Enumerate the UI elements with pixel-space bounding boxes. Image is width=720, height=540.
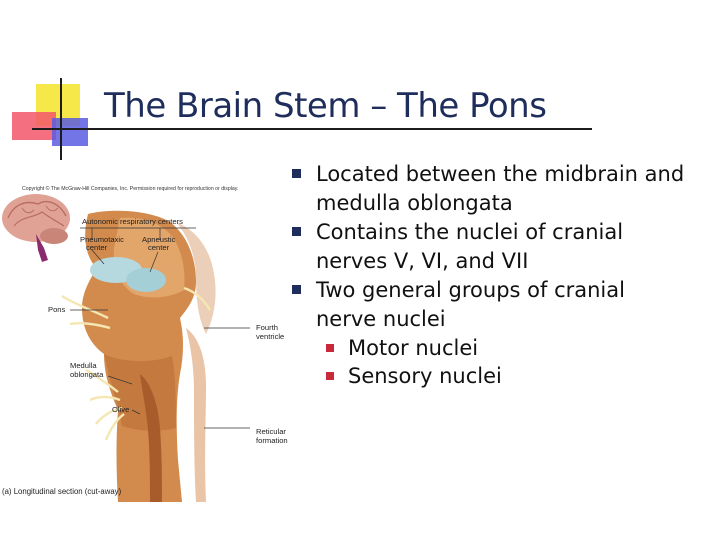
bullet-text: Located between the midbrain and bbox=[316, 162, 685, 186]
label-ventricle: ventricle bbox=[256, 332, 284, 341]
bullet-text: medulla oblongata bbox=[316, 191, 513, 215]
bullet-item: Two general groups of cranial bbox=[290, 276, 718, 304]
label-fourth: Fourth bbox=[256, 323, 278, 332]
brain-icon bbox=[2, 194, 70, 262]
title-ornament-blue bbox=[52, 118, 88, 146]
label-reticular: Reticular bbox=[256, 427, 286, 436]
label-medulla: Medulla bbox=[70, 361, 97, 370]
bullet-text: nerve nuclei bbox=[316, 307, 446, 331]
bullet-text: Contains the nuclei of cranial bbox=[316, 220, 624, 244]
bullet-item-continuation: nerve nuclei bbox=[290, 305, 718, 333]
title-ornament-red bbox=[12, 112, 56, 140]
cranial-nerves bbox=[61, 286, 212, 441]
label-apneustic-center: center bbox=[148, 243, 170, 252]
bullet-text: Two general groups of cranial bbox=[316, 278, 625, 302]
label-pneumotaxic: Pneumotaxic bbox=[80, 235, 124, 244]
sub-bullet-text: Motor nuclei bbox=[348, 336, 479, 360]
label-pons: Pons bbox=[48, 305, 66, 314]
sub-bullet-square-icon bbox=[326, 344, 334, 352]
label-pneumotaxic-center: center bbox=[86, 243, 108, 252]
apneustic-center-shape bbox=[126, 268, 166, 292]
label-oblongata: oblongata bbox=[70, 370, 104, 379]
sub-bullet-item: Sensory nuclei bbox=[290, 362, 718, 390]
bullet-text: nerves V, VI, and VII bbox=[316, 249, 529, 273]
slide-title: The Brain Stem – The Pons bbox=[104, 86, 547, 126]
brainstem-illustration: Copyright © The McGraw-Hill Companies, I… bbox=[2, 185, 288, 502]
sub-bullet-item: Motor nuclei bbox=[290, 334, 718, 362]
figure-caption: (a) Longitudinal section (cut-away) bbox=[2, 487, 122, 496]
bullet-item-continuation: medulla oblongata bbox=[290, 189, 718, 217]
label-formation: formation bbox=[256, 436, 288, 445]
bullet-square-icon bbox=[292, 227, 301, 236]
label-autonomic-respiratory-centers: Autonomic respiratory centers bbox=[82, 217, 183, 226]
bullet-item: Located between the midbrain and bbox=[290, 160, 718, 188]
bullet-square-icon bbox=[292, 169, 301, 178]
bullet-square-icon bbox=[292, 285, 301, 294]
bullet-item: Contains the nuclei of cranial bbox=[290, 218, 718, 246]
title-ornament-vertical-line bbox=[60, 78, 62, 160]
label-olive: Olive bbox=[112, 405, 129, 414]
brainstem-body bbox=[82, 210, 216, 502]
label-apneustic: Apneustic bbox=[142, 235, 176, 244]
figure-copyright: Copyright © The McGraw-Hill Companies, I… bbox=[22, 185, 238, 192]
sub-bullet-square-icon bbox=[326, 372, 334, 380]
title-underline bbox=[32, 128, 592, 130]
bullet-list: Located between the midbrain and medulla… bbox=[290, 160, 718, 390]
bullet-item-continuation: nerves V, VI, and VII bbox=[290, 247, 718, 275]
sub-bullet-text: Sensory nuclei bbox=[348, 364, 502, 388]
